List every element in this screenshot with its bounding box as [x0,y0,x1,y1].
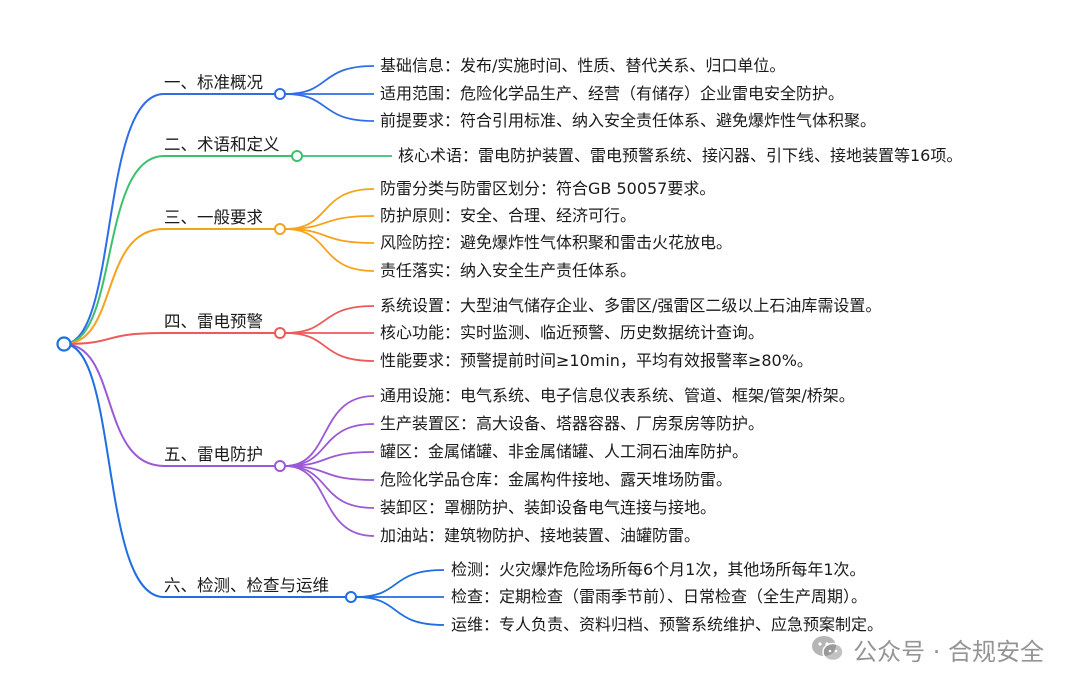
leaf-item[interactable]: 系统设置：大型油气储存企业、多雷区/强雷区二级以上石油库需设置。 [380,296,882,315]
watermark: 公众号 · 合规安全 [811,631,1044,667]
leaf-item[interactable]: 通用设施：电气系统、电子信息仪表系统、管道、框架/管架/桥架。 [380,386,855,405]
leaf-item[interactable]: 生产装置区：高大设备、塔器容器、厂房泵房等防护。 [380,414,765,433]
branch-label[interactable]: 二、术语和定义 [164,135,280,154]
leaf-item[interactable]: 加油站：建筑物防护、接地装置、油罐防雷。 [380,526,701,545]
item-edge [284,451,375,467]
item-edge [355,596,445,626]
root-edge [63,332,165,345]
item-edge [284,465,375,537]
leaf-item[interactable]: 危险化学品仓库：金属构件接地、露天堆场防雷。 [380,470,733,489]
watermark-text: 公众号 · 合规安全 [853,637,1044,666]
branch-label[interactable]: 三、一般要求 [164,208,263,227]
item-edge [284,423,375,467]
root-edge [63,228,165,345]
leaf-item[interactable]: 责任落实：纳入安全生产责任体系。 [380,261,637,280]
item-edge [284,215,375,230]
leaf-item[interactable]: 风险防控：避免爆炸性气体积聚和雷击火花放电。 [380,233,733,252]
branch-1-connectors [63,65,375,345]
item-edge [284,188,375,230]
leaf-item[interactable]: 防雷分类与防雷区划分：符合GB 50057要求。 [380,179,716,198]
branch-6-connectors [63,343,445,626]
branch-node[interactable] [274,88,286,100]
leaf-item[interactable]: 检测：火灾爆炸危险场所每6个月1次，其他场所每年1次。 [451,560,866,579]
root-node[interactable] [56,336,72,352]
leaf-item[interactable]: 检查：定期检查（雷雨季节前）、日常检查（全生产周期）。 [451,587,868,606]
leaf-item[interactable]: 运维：专人负责、资料归档、预警系统维护、应急预案制定。 [451,615,884,634]
leaf-item[interactable]: 性能要求：预警提前时间≥10min，平均有效报警率≥80%。 [380,351,813,370]
leaf-item[interactable]: 适用范围：危险化学品生产、经营（有储存）企业雷电安全防护。 [380,84,845,103]
branch-node[interactable] [274,460,286,472]
leaf-item[interactable]: 核心术语：雷电防护装置、雷电预警系统、接闪器、引下线、接地装置等16项。 [398,146,963,165]
branch-4-connectors [63,305,375,362]
item-edge [355,569,445,598]
root-edge [63,343,165,467]
item-edge [284,228,375,272]
leaf-item[interactable]: 防护原则：安全、合理、经济可行。 [380,206,637,225]
root-edge [63,93,165,345]
branch-2-connectors [63,150,392,345]
branch-label[interactable]: 五、雷电防护 [164,445,263,464]
branch-label[interactable]: 一、标准概况 [164,73,263,92]
item-edge [284,93,375,122]
item-edge [284,65,375,95]
item-edge [284,305,375,334]
item-edge [284,465,375,509]
root-edge [63,343,165,598]
leaf-item[interactable]: 装卸区：罩棚防护、装卸设备电气连接与接地。 [380,498,717,517]
branch-5-connectors [63,343,375,537]
leaf-item[interactable]: 罐区：金属储罐、非金属储罐、人工洞石油库防护。 [380,442,749,461]
branch-node[interactable] [291,150,303,162]
branch-node[interactable] [274,223,286,235]
root-edge [63,155,165,345]
wechat-icon [812,636,844,662]
branch-label[interactable]: 四、雷电预警 [164,312,263,331]
branch-3-connectors [63,188,375,345]
leaf-item[interactable]: 核心功能：实时监测、临近预警、历史数据统计查询。 [380,323,765,342]
branch-node[interactable] [274,327,286,339]
item-edge [284,395,375,467]
leaf-item[interactable]: 基础信息：发布/实施时间、性质、替代关系、归口单位。 [380,56,786,75]
branch-label[interactable]: 六、检测、检查与运维 [164,576,329,595]
item-edge [284,332,375,362]
leaf-item[interactable]: 前提要求：符合引用标准、纳入安全责任体系、避免爆炸性气体积聚。 [380,111,877,130]
branch-node[interactable] [345,591,357,603]
